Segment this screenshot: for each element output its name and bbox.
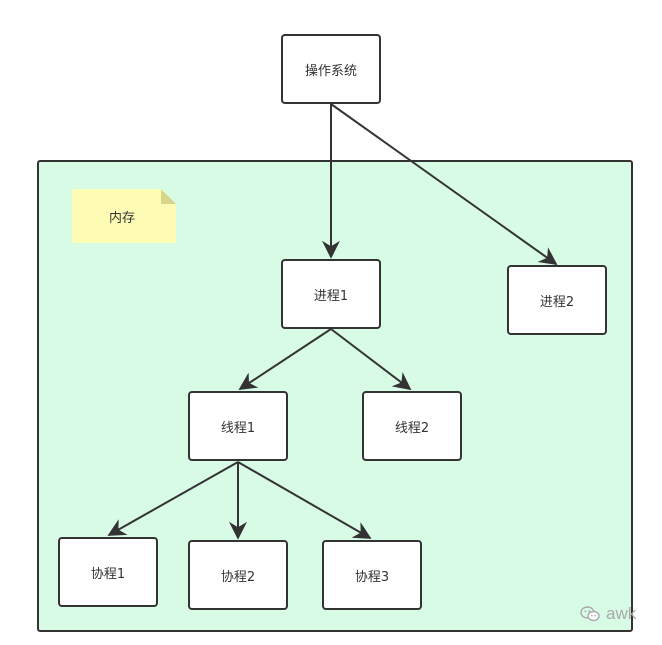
memory-note-label: 内存 (108, 210, 135, 226)
node-thread2-label: 线程2 (394, 420, 430, 436)
watermark: awk (580, 604, 636, 624)
node-process1: 进程1 (281, 259, 381, 329)
node-thread1-label: 线程1 (220, 420, 256, 436)
edge-thread1-coroutine1 (107, 461, 239, 536)
edge-os-process2 (330, 103, 558, 266)
node-coroutine2-label: 协程2 (220, 569, 256, 585)
node-thread1: 线程1 (188, 391, 288, 461)
watermark-text: awk (606, 604, 637, 623)
edge-process1-thread1 (238, 328, 332, 390)
node-os: 操作系统 (281, 34, 381, 104)
node-coroutine1: 协程1 (58, 537, 158, 607)
node-coroutine3-label: 协程3 (354, 569, 390, 585)
node-process2-label: 进程2 (539, 294, 575, 310)
node-os-label: 操作系统 (304, 63, 357, 79)
node-coroutine3: 协程3 (322, 540, 422, 610)
memory-note: 内存 (72, 189, 176, 243)
node-process1-label: 进程1 (313, 288, 349, 304)
node-coroutine1-label: 协程1 (90, 566, 126, 582)
edge-process1-thread2 (330, 328, 412, 391)
wechat-icon (580, 606, 600, 622)
node-process2: 进程2 (507, 265, 607, 335)
edge-thread1-coroutine3 (237, 461, 372, 539)
node-coroutine2: 协程2 (188, 540, 288, 610)
node-thread2: 线程2 (362, 391, 462, 461)
